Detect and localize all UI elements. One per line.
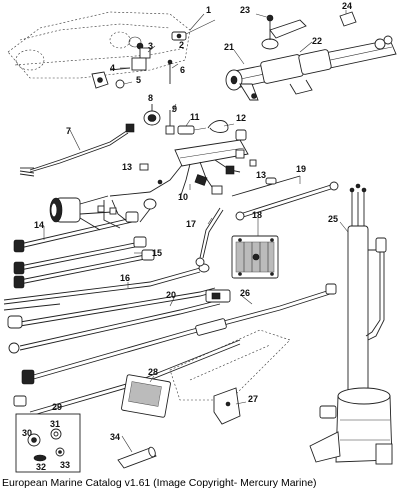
callout-13b: 13 bbox=[256, 170, 266, 180]
callout-29: 29 bbox=[52, 402, 62, 412]
callout-27: 27 bbox=[248, 394, 258, 404]
steering-actuator bbox=[225, 11, 397, 101]
part-8-sensor bbox=[143, 104, 161, 126]
callout-28: 28 bbox=[148, 367, 158, 377]
callout-24: 24 bbox=[342, 1, 352, 11]
callout-31: 31 bbox=[50, 419, 60, 429]
part-27-28 bbox=[121, 329, 291, 425]
part-20-cable bbox=[8, 289, 231, 354]
callout-6: 6 bbox=[180, 65, 185, 75]
callout-8: 8 bbox=[148, 93, 153, 103]
part-34-sleeve bbox=[117, 446, 157, 469]
part-15-cables bbox=[13, 249, 155, 289]
callout-1: 1 bbox=[206, 5, 211, 15]
part-17-19-cables bbox=[195, 175, 339, 267]
callout-5: 5 bbox=[136, 75, 141, 85]
leader-lines bbox=[43, 10, 349, 453]
callout-20: 20 bbox=[166, 290, 176, 300]
callout-9: 9 bbox=[172, 104, 177, 114]
callout-11: 11 bbox=[190, 112, 200, 122]
callout-16: 16 bbox=[120, 273, 130, 283]
image-caption: European Marine Catalog v1.61 (Image Cop… bbox=[2, 477, 317, 489]
callout-21: 21 bbox=[224, 42, 234, 52]
part-6-rod bbox=[167, 59, 173, 84]
callout-2: 2 bbox=[179, 40, 184, 50]
callout-17: 17 bbox=[186, 219, 196, 229]
parts-9-11-12 bbox=[165, 110, 229, 135]
part-14-cables bbox=[13, 198, 157, 275]
part-16-cable bbox=[3, 263, 216, 329]
part-18-rectifier bbox=[231, 235, 279, 279]
part-25-trim-unit bbox=[309, 183, 393, 465]
callout-10: 10 bbox=[178, 192, 188, 202]
callout-3: 3 bbox=[148, 41, 153, 51]
part-10-harness bbox=[109, 129, 257, 199]
main-connector bbox=[49, 195, 129, 231]
callout-14: 14 bbox=[34, 220, 44, 230]
callout-33: 33 bbox=[60, 460, 70, 470]
callout-19: 19 bbox=[296, 164, 306, 174]
kit-box bbox=[15, 413, 81, 473]
callout-32: 32 bbox=[36, 462, 46, 472]
callout-22: 22 bbox=[312, 36, 322, 46]
callout-30: 30 bbox=[22, 428, 32, 438]
part-2-bracket bbox=[171, 19, 216, 41]
callout-labels: 1 2 3 4 5 6 7 8 9 10 11 12 13 13 14 15 1… bbox=[22, 1, 352, 472]
callout-34: 34 bbox=[110, 432, 120, 442]
callout-12: 12 bbox=[236, 113, 246, 123]
callout-26: 26 bbox=[240, 288, 250, 298]
parts-3-to-5 bbox=[91, 47, 151, 89]
callout-4: 4 bbox=[110, 63, 115, 73]
callout-23: 23 bbox=[240, 5, 250, 15]
part-26-harness bbox=[13, 283, 337, 417]
engine-housing bbox=[7, 11, 191, 79]
callout-18: 18 bbox=[252, 210, 262, 220]
callout-25: 25 bbox=[328, 214, 338, 224]
part-7-cable bbox=[19, 123, 135, 177]
callout-13a: 13 bbox=[122, 162, 132, 172]
callout-15: 15 bbox=[152, 248, 162, 258]
exploded-view: 1 2 3 4 5 6 7 8 9 10 11 12 13 13 14 15 1… bbox=[3, 1, 397, 473]
callout-7: 7 bbox=[66, 126, 71, 136]
